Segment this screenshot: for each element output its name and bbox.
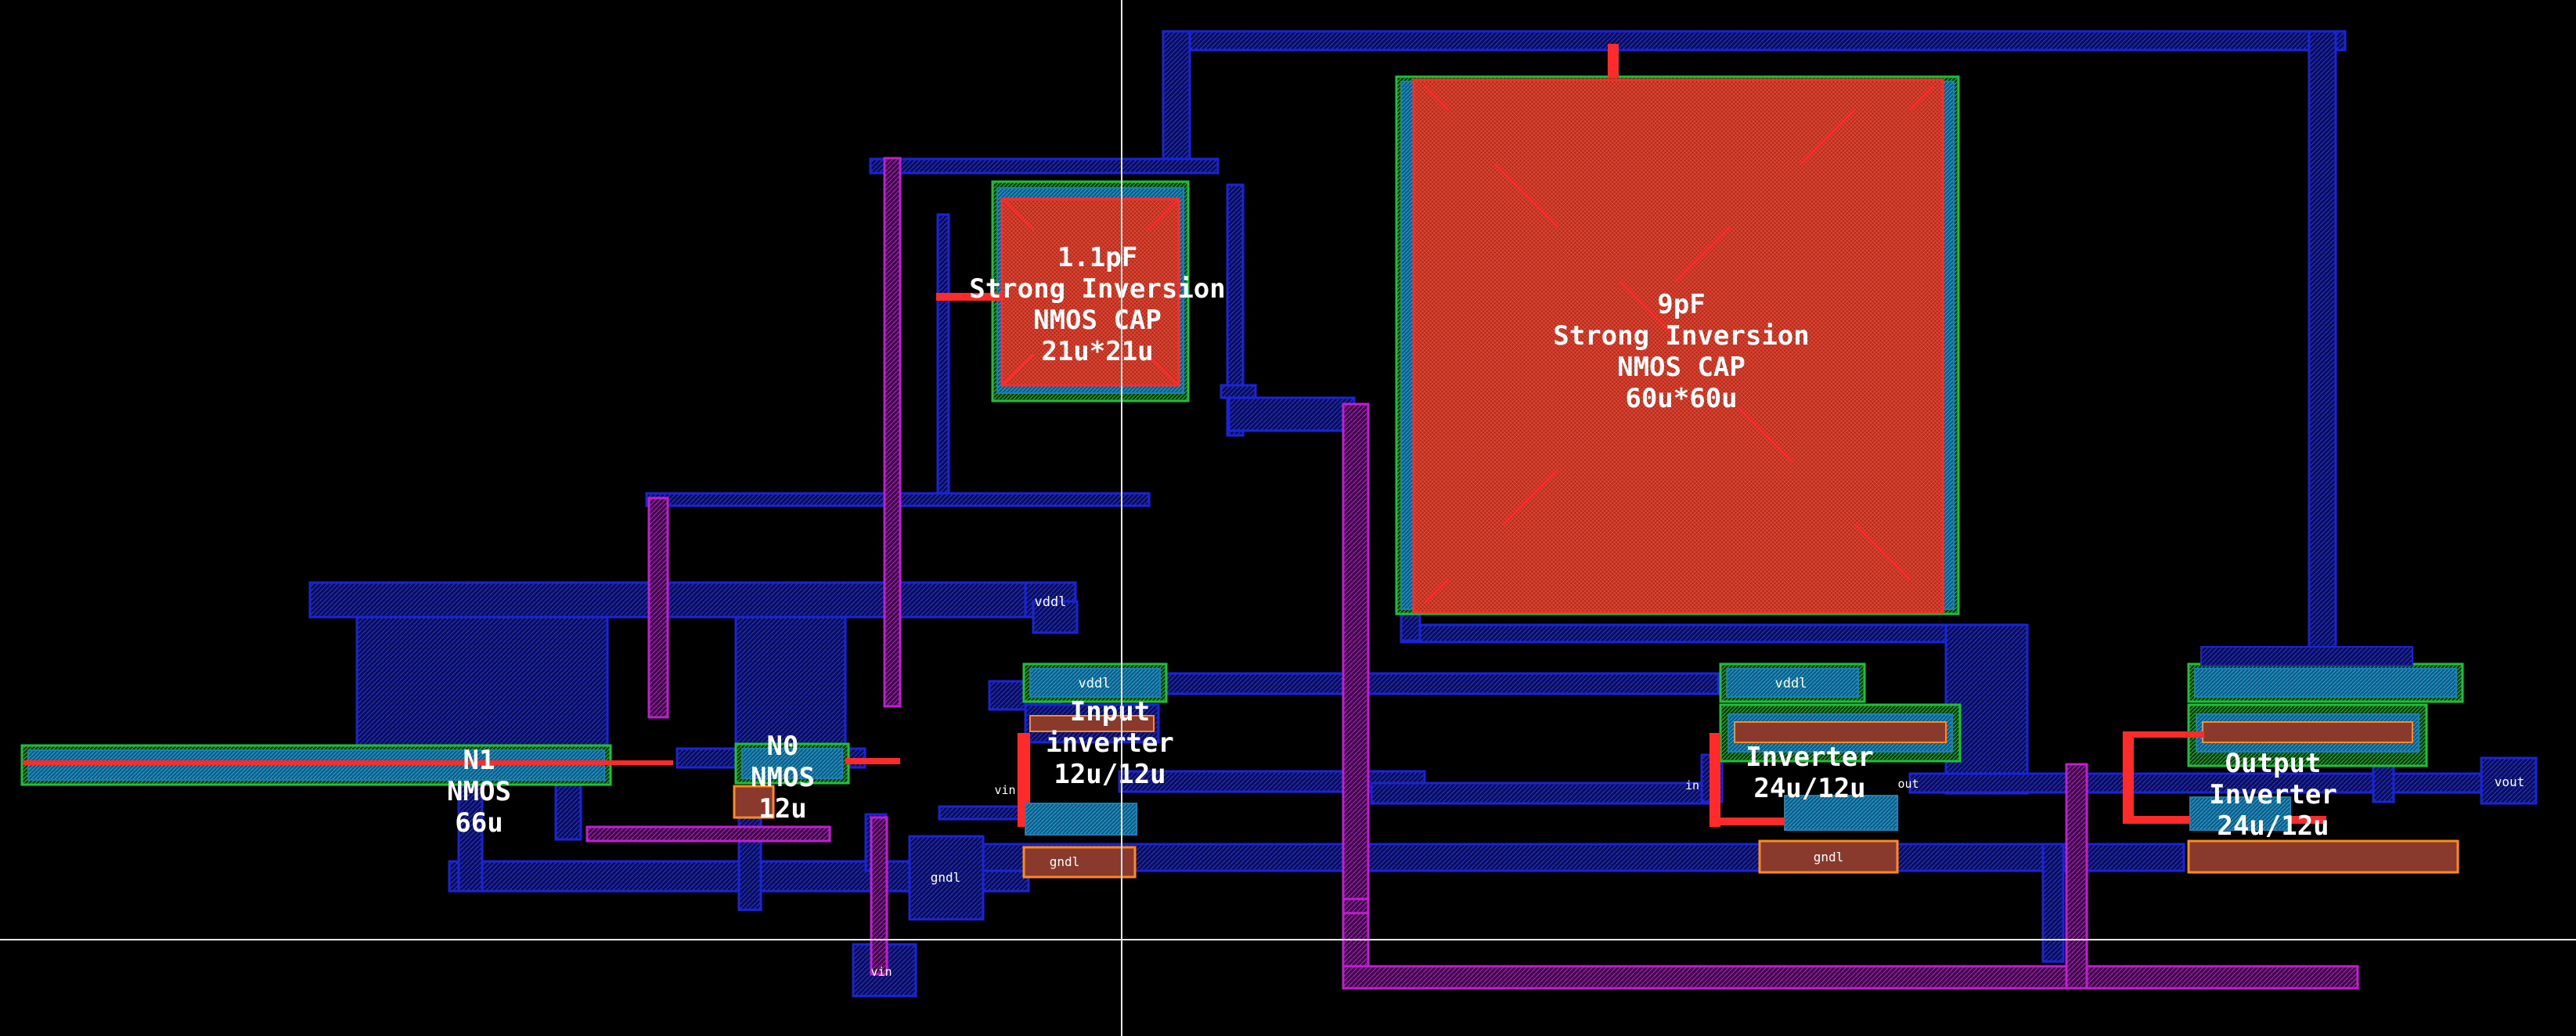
pin-gndl-left: gndl bbox=[931, 870, 961, 885]
pin-vin-mid: vin bbox=[994, 783, 1015, 797]
mid-inv-label-2: 24u/12u bbox=[1753, 773, 1865, 804]
pin-out-mid: out bbox=[1897, 777, 1918, 791]
small-capacitor[interactable] bbox=[936, 180, 1190, 402]
small-cap-label-1: 1.1pF bbox=[1057, 242, 1137, 273]
input-inv-label-2: inverter bbox=[1046, 727, 1174, 759]
out-inv-label-1: Output bbox=[2225, 748, 2322, 779]
n0-nmos[interactable] bbox=[733, 742, 900, 819]
n0-label-3: 12u bbox=[758, 793, 806, 825]
out-inv-label-3: 24u/12u bbox=[2217, 810, 2329, 842]
pin-vout: vout bbox=[2495, 774, 2525, 789]
small-cap-label-4: 21u*21u bbox=[1041, 336, 1153, 367]
out-inv-label-2: Inverter bbox=[2209, 779, 2337, 810]
pin-vddl-mid: vddl bbox=[1775, 676, 1807, 691]
pin-gndl-mid: gndl bbox=[1814, 850, 1844, 865]
input-inv-label-3: 12u/12u bbox=[1054, 759, 1166, 790]
n1-label-2: NMOS bbox=[447, 776, 511, 807]
large-capacitor[interactable] bbox=[1395, 44, 1960, 615]
pin-vddl-input: vddl bbox=[1079, 676, 1111, 691]
output-inverter[interactable] bbox=[2123, 646, 2464, 874]
small-cap-label-3: NMOS CAP bbox=[1033, 305, 1162, 336]
large-cap-label-2: Strong Inversion bbox=[1553, 320, 1810, 352]
middle-inverter[interactable] bbox=[1710, 662, 1962, 874]
input-inv-label-1: Input bbox=[1070, 696, 1150, 727]
large-cap-label-3: NMOS CAP bbox=[1617, 352, 1746, 383]
n1-nmos[interactable] bbox=[20, 744, 673, 786]
n1-label-1: N1 bbox=[463, 745, 495, 776]
large-cap-label-1: 9pF bbox=[1657, 289, 1705, 320]
pin-in-mid: in bbox=[1685, 778, 1699, 792]
n0-label-2: NMOS bbox=[751, 762, 815, 793]
n0-label-1: N0 bbox=[767, 731, 799, 762]
small-cap-label-2: Strong Inversion bbox=[969, 273, 1226, 305]
pin-gndl-input: gndl bbox=[1050, 854, 1080, 869]
n1-label-3: 66u bbox=[455, 807, 503, 839]
metal2-routing bbox=[585, 157, 2359, 990]
large-cap-label-4: 60u*60u bbox=[1625, 383, 1737, 414]
pin-vddl-left: vddl bbox=[1035, 594, 1067, 610]
mid-inv-label-1: Inverter bbox=[1746, 742, 1874, 773]
pin-vin-bottom: vin bbox=[870, 965, 892, 979]
input-inverter[interactable] bbox=[1018, 662, 1168, 879]
